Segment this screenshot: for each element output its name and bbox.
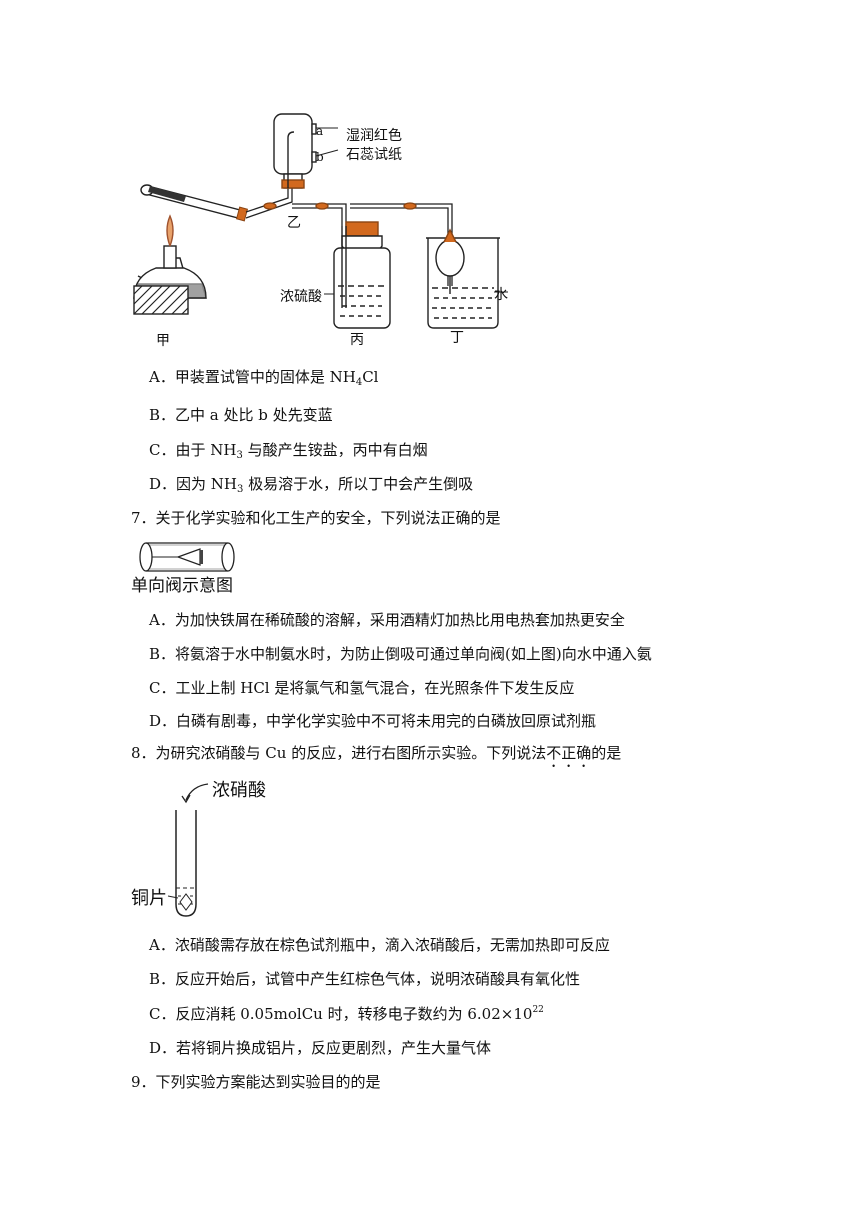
q6-option-c: C．由于 NH3 与酸产生铵盐，丙中有白烟 <box>149 441 428 461</box>
test-tube-jia <box>140 184 249 222</box>
q7-option-c: C．工业上制 HCl 是将氯气和氢气混合，在光照条件下发生反应 <box>149 679 575 697</box>
q8-option-b: B．反应开始后，试管中产生红棕色气体，说明浓硝酸具有氧化性 <box>149 970 581 988</box>
q7-option-a: A．为加快铁屑在稀硫酸的溶解，采用酒精灯加热比用电热套加热更安全 <box>149 611 625 629</box>
label-copper-sheet: 铜片 <box>131 888 167 909</box>
label-water: 水 <box>494 287 508 303</box>
q8-option-c: C．反应消耗 0.05molCu 时，转移电子数约为 6.02×1022 <box>149 1005 544 1023</box>
q8-stem: 8．为研究浓硝酸与 Cu 的反应，进行右图所示实验。下列说法不正确的是 <box>131 744 622 762</box>
label-yi: 乙 <box>287 215 301 231</box>
q8-option-d: D．若将铜片换成铝片，反应更剧烈，产生大量气体 <box>149 1039 492 1057</box>
q7-option-b: B．将氨溶于水中制氨水时，为防止倒吸可通过单向阀(如上图)向水中通入氨 <box>149 645 652 663</box>
litmus-paper-label-line1: 湿润红色 <box>346 128 402 144</box>
nitric-acid-test-tube-diagram <box>167 783 209 917</box>
label-bing: 丙 <box>350 332 364 348</box>
label-conc-sulfuric-acid: 浓硫酸 <box>280 289 322 305</box>
q6-option-a: A．甲装置试管中的固体是 NH4Cl <box>149 368 379 388</box>
litmus-paper-label-line2: 石蕊试纸 <box>346 147 402 163</box>
q9-stem: 9．下列实验方案能达到实验目的的是 <box>131 1073 381 1091</box>
emphasis-text: 不正确 <box>546 744 592 762</box>
bottle-bing <box>333 221 391 329</box>
q7-option-d: D．白磷有剧毒，中学化学实验中不可将未用完的白磷放回原试剂瓶 <box>149 712 597 730</box>
label-conc-nitric-acid: 浓硝酸 <box>212 780 266 801</box>
label-ding: 丁 <box>450 330 464 346</box>
vessel-yi <box>273 113 317 189</box>
label-leaders <box>315 127 508 295</box>
label-b: b <box>316 150 324 164</box>
beaker-ding <box>426 228 500 329</box>
label-jia: 甲 <box>156 333 170 349</box>
valve-caption: 单向阀示意图 <box>131 576 233 596</box>
q6-option-d: D．因为 NH3 极易溶于水，所以丁中会产生倒吸 <box>149 475 474 495</box>
label-a: a <box>316 124 324 138</box>
q8-option-a: A．浓硝酸需存放在棕色试剂瓶中，滴入浓硝酸后，无需加热即可反应 <box>149 936 610 954</box>
q6-option-b: B．乙中 a 处比 b 处先变蓝 <box>149 406 333 424</box>
one-way-valve-diagram <box>139 542 235 572</box>
ammonia-apparatus-diagram <box>133 113 508 329</box>
lamp-base-block <box>133 285 189 315</box>
q7-stem: 7．关于化学实验和化工生产的安全，下列说法正确的是 <box>131 509 501 527</box>
